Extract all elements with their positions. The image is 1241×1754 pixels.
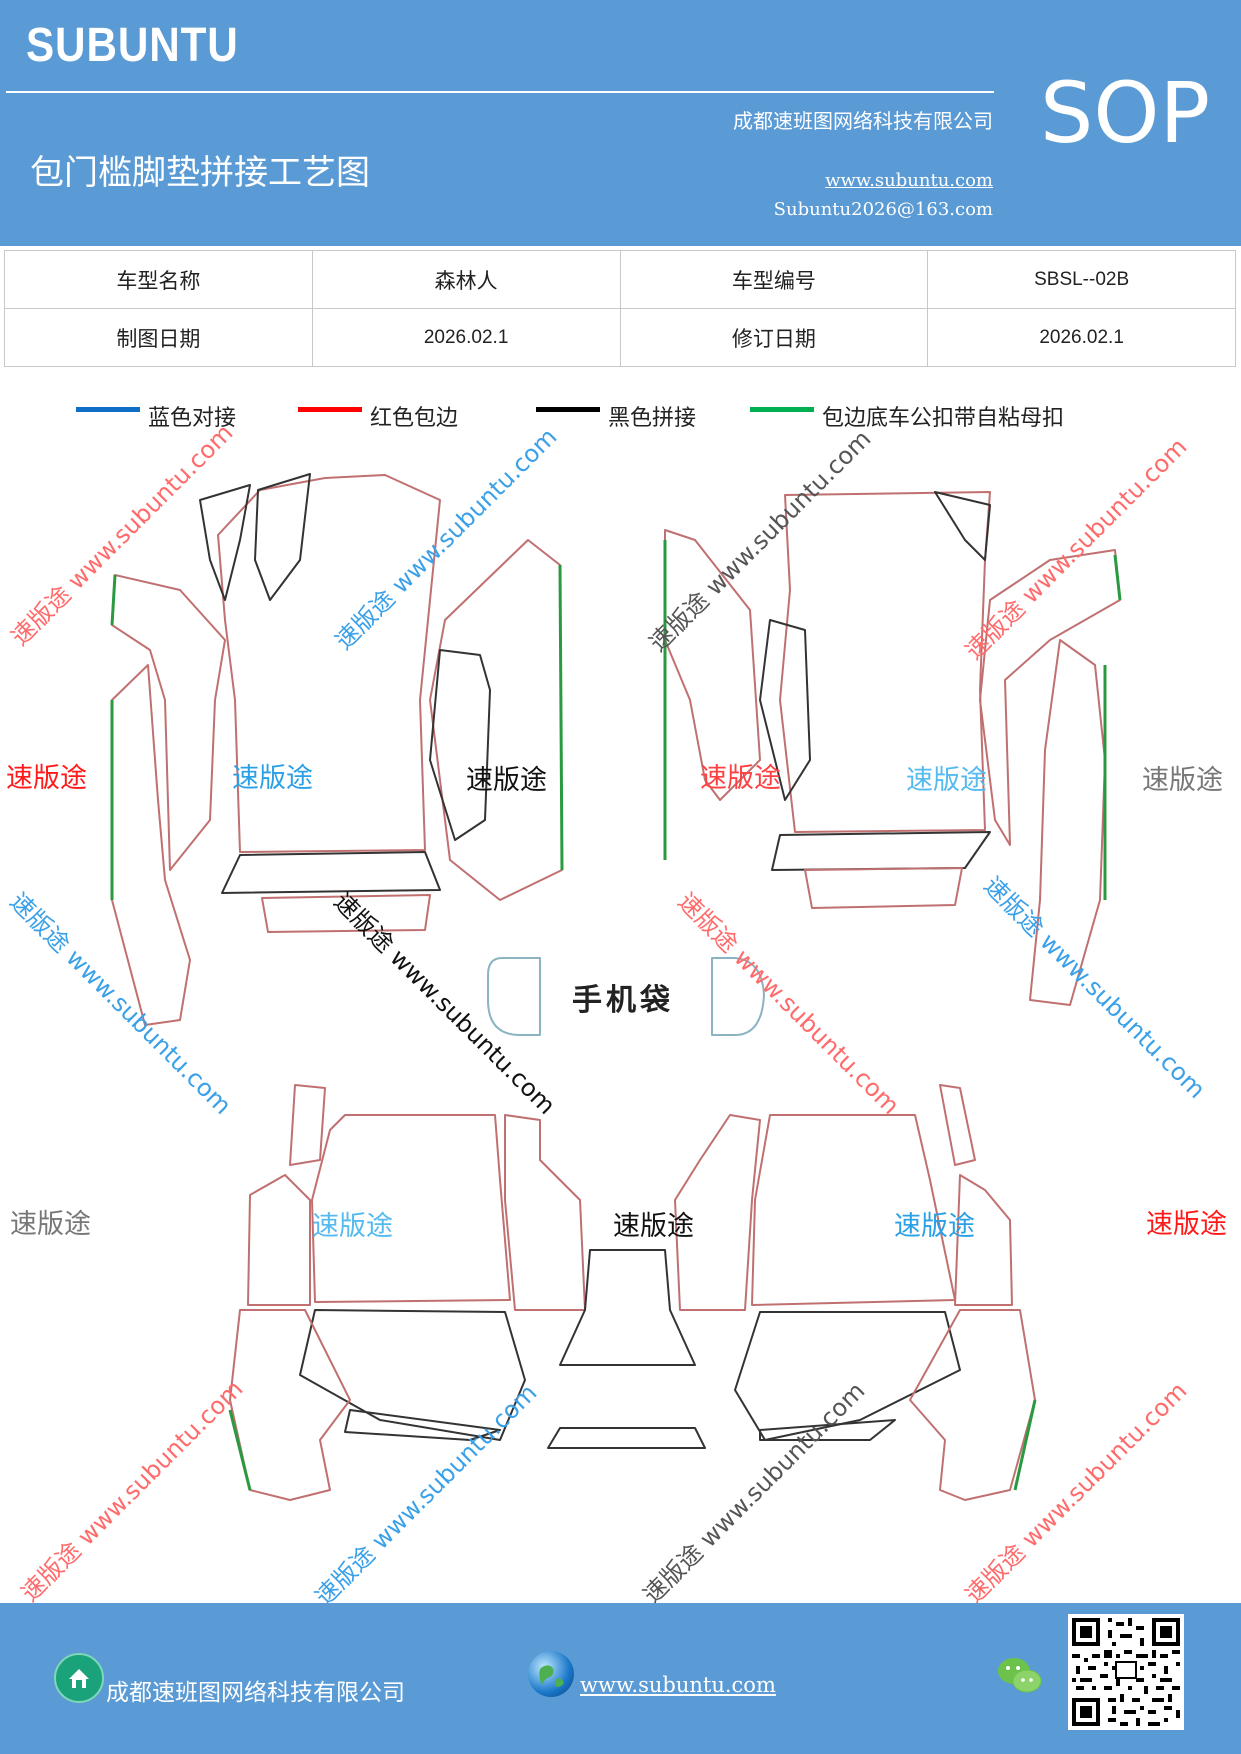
header-email: Subuntu2026@163.com <box>773 199 993 220</box>
mat-piece <box>771 831 991 871</box>
legend-label: 红色包边 <box>370 406 459 431</box>
mat-piece <box>804 867 963 909</box>
table-cell: 修订日期 <box>619 308 929 367</box>
piece-label: 速版途 <box>10 1209 91 1240</box>
table-row: 制图日期 2026.02.1 修订日期 2026.02.1 <box>4 308 1236 367</box>
header-company: 成都速班图网络科技有限公司 <box>733 109 993 133</box>
mat-piece <box>664 529 761 801</box>
piece-label: 速版途 <box>466 765 547 796</box>
phone-bag-left <box>487 957 541 1036</box>
globe-icon <box>528 1651 574 1697</box>
legend-item-black: 黑色拼接 <box>536 400 696 432</box>
footer-website-link[interactable]: www.subuntu.com <box>580 1673 776 1697</box>
mat-piece <box>344 1409 501 1441</box>
mat-piece <box>429 649 491 841</box>
mat-set-rear-center <box>547 1249 706 1449</box>
mat-piece <box>934 491 991 561</box>
table-cell: 2026.02.1 <box>927 308 1236 367</box>
mat-piece <box>429 539 563 901</box>
legend-label: 蓝色对接 <box>148 406 237 431</box>
piece-label: 速版途 <box>6 763 87 794</box>
mat-piece <box>674 1114 761 1311</box>
phone-bag-label: 手机袋 <box>572 983 674 1018</box>
mat-piece <box>229 1309 351 1501</box>
legend-swatch <box>536 406 600 412</box>
header-divider <box>6 91 994 93</box>
mat-piece <box>954 1174 1013 1306</box>
mat-set-rear-right <box>674 1084 1036 1501</box>
mat-piece <box>289 1084 326 1166</box>
mat-piece <box>217 474 441 853</box>
mat-piece <box>909 1309 1036 1501</box>
header-website-link[interactable]: www.subuntu.com <box>825 170 993 191</box>
legend-swatch <box>76 406 140 412</box>
mat-piece <box>979 549 1121 846</box>
mat-set-front-right <box>664 491 1121 1006</box>
mat-piece <box>559 1249 696 1366</box>
piece-label: 速版途 <box>906 765 987 796</box>
green-hook-edges <box>110 540 1122 1491</box>
piece-label: 速版途 <box>312 1211 393 1242</box>
mat-piece <box>547 1427 706 1449</box>
home-icon <box>54 1653 104 1703</box>
mat-piece <box>734 1311 961 1441</box>
mat-piece <box>111 574 226 871</box>
table-cell: 制图日期 <box>4 308 313 367</box>
mat-piece <box>299 1309 526 1441</box>
piece-label: 速版途 <box>894 1211 975 1242</box>
piece-label: 速版途 <box>700 763 781 794</box>
mat-piece <box>254 473 311 601</box>
table-cell: 2026.02.1 <box>311 308 621 367</box>
wechat-icon[interactable] <box>996 1655 1044 1697</box>
table-cell: 车型名称 <box>4 250 313 309</box>
legend-label: 包边底车公扣带自粘母扣 <box>822 406 1065 431</box>
piece-label: 速版途 <box>232 763 313 794</box>
mat-piece <box>221 851 441 894</box>
mat-set-front-left <box>111 473 563 1026</box>
footer-company: 成都速班图网络科技有限公司 <box>106 1680 405 1706</box>
mat-piece <box>247 1174 311 1306</box>
vehicle-info-table: 车型名称 森林人 车型编号 SBSL--02B 制图日期 2026.02.1 修… <box>4 250 1236 367</box>
footer-banner: 成都速班图网络科技有限公司 www.subuntu.com <box>0 1603 1241 1754</box>
legend-label: 黑色拼接 <box>608 406 697 431</box>
phone-bag-right <box>711 957 765 1036</box>
mat-piece <box>111 664 191 1026</box>
mat-piece <box>311 1114 511 1303</box>
mat-piece <box>759 619 811 801</box>
legend-item-red: 红色包边 <box>298 400 458 432</box>
mat-piece <box>1029 639 1106 1006</box>
page-title: 包门槛脚垫拼接工艺图 <box>30 153 370 193</box>
mat-piece <box>759 1419 896 1441</box>
piece-label: 速版途 <box>1142 765 1223 796</box>
table-row: 车型名称 森林人 车型编号 SBSL--02B <box>4 250 1236 309</box>
mat-piece <box>199 484 251 601</box>
table-cell: 车型编号 <box>619 250 929 309</box>
qr-code-icon <box>1068 1614 1184 1730</box>
table-cell: SBSL--02B <box>927 250 1236 309</box>
mat-piece <box>939 1084 976 1166</box>
legend-swatch <box>298 406 362 412</box>
brand-logo: SUBUNTU <box>26 19 239 72</box>
mat-piece <box>261 894 431 933</box>
mat-set-rear-left <box>229 1084 586 1501</box>
legend-item-green: 包边底车公扣带自粘母扣 <box>750 400 1064 432</box>
header-banner: SUBUNTU 成都速班图网络科技有限公司 包门槛脚垫拼接工艺图 www.sub… <box>0 0 1241 246</box>
legend-item-blue: 蓝色对接 <box>76 400 236 432</box>
table-cell: 森林人 <box>311 250 621 309</box>
piece-label: 速版途 <box>613 1211 694 1242</box>
mat-piece <box>504 1114 586 1311</box>
piece-label: 速版途 <box>1146 1209 1227 1240</box>
legend-swatch <box>750 406 814 412</box>
sop-label: SOP <box>1040 64 1211 162</box>
